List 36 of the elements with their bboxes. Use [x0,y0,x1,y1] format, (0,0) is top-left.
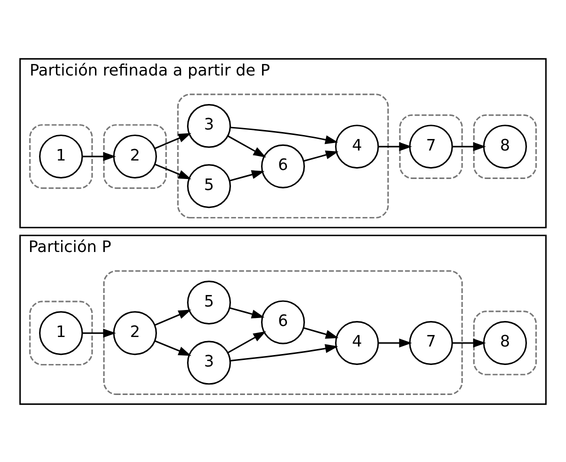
arrow [154,309,192,326]
arrow [82,328,116,338]
node-circle: 2 [113,310,157,355]
node-circle: 8 [483,320,527,364]
arrow [154,132,192,149]
arrow [230,126,338,144]
arrow [452,142,486,151]
node-circle: 6 [261,144,305,188]
node-circle: 3 [187,340,231,384]
arrow [303,326,338,338]
node-circle: 4 [335,320,379,364]
cluster [29,124,93,188]
node-circle: 8 [483,124,527,168]
arrow [154,163,192,179]
node-circle: 7 [409,124,453,168]
node-circle: 5 [187,164,231,208]
node-circle: 5 [187,280,231,324]
node-circle: 3 [187,103,231,148]
arrow [378,142,412,151]
arrow [229,170,265,181]
arrow [452,338,486,347]
node-circle: 6 [261,300,305,344]
arrow [154,340,192,356]
arrow [378,338,412,347]
arrow [227,330,266,353]
node-circle: 1 [39,310,83,355]
arrow [229,306,265,318]
node-circle: 4 [335,124,379,168]
arrow [230,344,338,361]
node-circle: 7 [409,320,453,364]
node-circle: 1 [39,134,83,178]
arrow [227,134,266,157]
cluster [29,300,93,365]
arrow [82,152,116,161]
arrow [303,150,339,162]
node-circle: 2 [113,134,157,178]
